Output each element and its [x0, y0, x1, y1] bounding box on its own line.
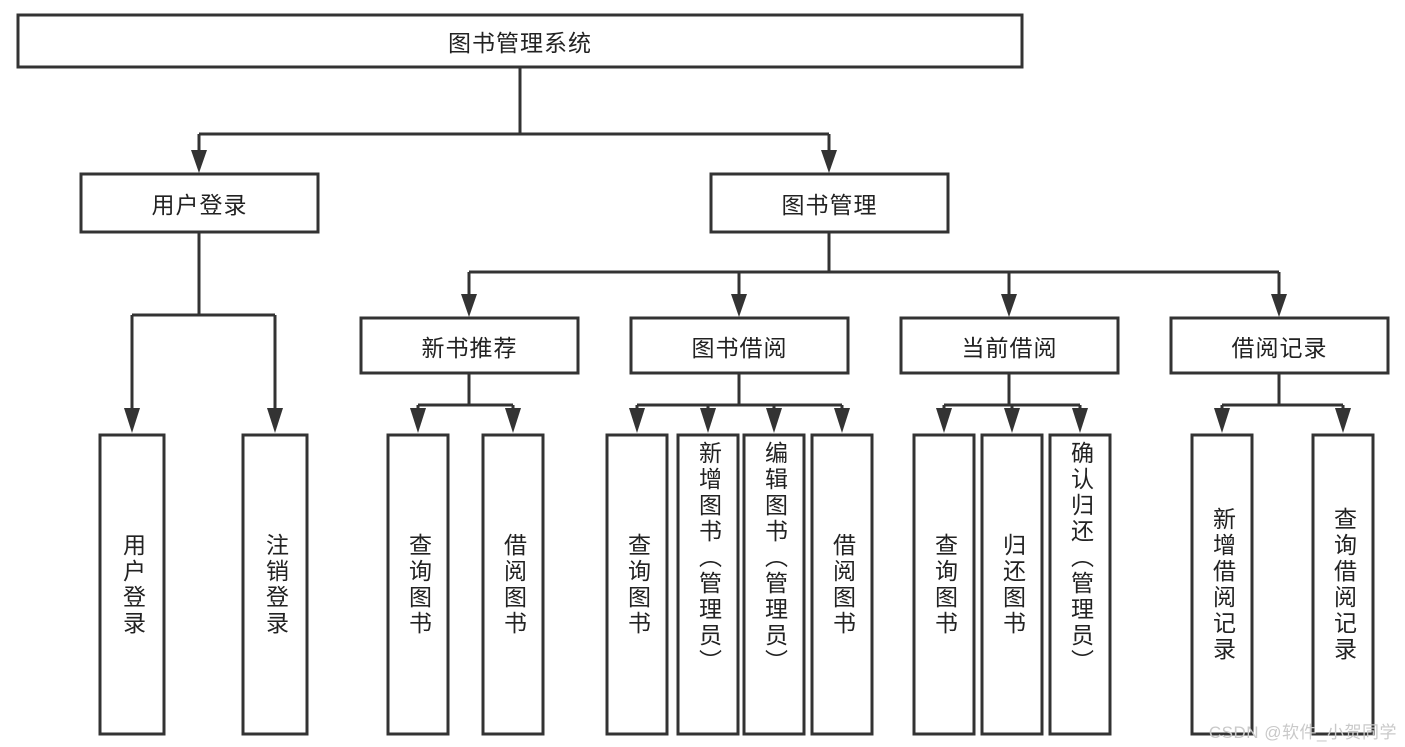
node-box-leaf-user-login[interactable] [98, 433, 166, 736]
arrow-head-leaf-add-book [700, 408, 716, 433]
arrow-head-book-mgmt [821, 150, 837, 173]
connectors [124, 67, 1351, 433]
node-box-leaf-confirm-return[interactable] [1048, 433, 1112, 736]
node-box-leaf-edit-book[interactable] [742, 433, 806, 736]
arrow-head-leaf-query-book-2 [629, 408, 645, 433]
arrow-head-leaf-query-book-3 [936, 408, 952, 433]
arrow-head-leaf-user-login [124, 408, 140, 433]
arrow-head-borrow-record [1271, 294, 1287, 317]
node-box-leaf-query-record[interactable] [1311, 433, 1375, 736]
node-boxes [16, 13, 1390, 736]
node-box-leaf-query-book-1[interactable] [386, 433, 450, 736]
arrow-head-user-login [191, 150, 207, 173]
arrow-head-leaf-query-book-1 [410, 408, 426, 433]
node-box-leaf-add-record[interactable] [1190, 433, 1254, 736]
node-box-leaf-return-book[interactable] [980, 433, 1044, 736]
arrow-head-leaf-borrow-book-2 [834, 408, 850, 433]
arrow-head-current-borrow [1001, 294, 1017, 317]
arrow-head-leaf-logout [267, 408, 283, 433]
node-box-book-management[interactable] [709, 172, 950, 234]
node-box-leaf-logout[interactable] [241, 433, 309, 736]
arrow-head-leaf-query-record [1335, 408, 1351, 433]
node-box-current-borrow[interactable] [899, 316, 1120, 375]
node-box-leaf-query-book-2[interactable] [605, 433, 669, 736]
arrow-head-leaf-return-book [1004, 408, 1020, 433]
node-box-leaf-query-book-3[interactable] [912, 433, 976, 736]
node-box-leaf-add-book[interactable] [676, 433, 740, 736]
node-box-user-login[interactable] [79, 172, 320, 234]
node-box-book-borrow[interactable] [629, 316, 850, 375]
node-box-leaf-borrow-book-2[interactable] [810, 433, 874, 736]
arrow-head-leaf-edit-book [766, 408, 782, 433]
arrow-head-new-book-recommend [461, 294, 477, 317]
arrow-head-book-borrow [731, 294, 747, 317]
arrow-head-leaf-add-record [1214, 408, 1230, 433]
node-box-root[interactable] [16, 13, 1024, 69]
arrow-head-leaf-confirm-return [1072, 408, 1088, 433]
node-box-leaf-borrow-book-1[interactable] [481, 433, 545, 736]
arrow-head-leaf-borrow-book-1 [505, 408, 521, 433]
node-box-borrow-record[interactable] [1169, 316, 1390, 375]
node-box-new-book-recommend[interactable] [359, 316, 580, 375]
